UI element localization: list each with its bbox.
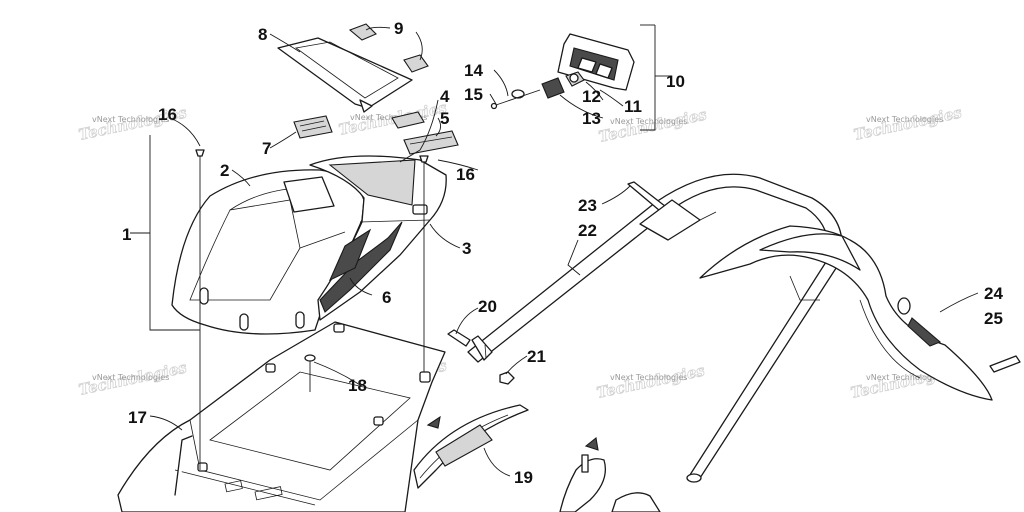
callout-16-right: 16 xyxy=(456,165,475,184)
callout-21: 21 xyxy=(527,347,546,366)
push-rivet-left xyxy=(195,149,205,470)
callout-20: 20 xyxy=(478,297,497,316)
decal-7 xyxy=(293,115,333,139)
rear-flap xyxy=(699,225,993,401)
callout-11: 11 xyxy=(624,97,642,116)
bolt-20 xyxy=(447,329,471,347)
watermark-3: Technologies vNext Technologies xyxy=(597,105,709,146)
screw-25 xyxy=(989,355,1021,373)
callout-1: 1 xyxy=(122,225,131,244)
callout-18: 18 xyxy=(348,376,367,395)
callout-5: 5 xyxy=(440,109,449,128)
light-screw xyxy=(490,89,541,110)
light-socket xyxy=(541,77,565,99)
svg-text:vNext Technologies: vNext Technologies xyxy=(866,115,943,124)
callout-15: 15 xyxy=(464,85,483,104)
light-washer xyxy=(511,89,525,99)
callout-10: 10 xyxy=(666,72,685,91)
callout-22: 22 xyxy=(578,221,597,240)
callout-4: 4 xyxy=(440,87,450,106)
seat-cover xyxy=(171,169,365,335)
callout-17: 17 xyxy=(128,408,147,427)
callout-25: 25 xyxy=(984,309,1003,328)
bolt-23 xyxy=(627,181,717,241)
callout-23: 23 xyxy=(578,196,597,215)
svg-text:vNext Technologies: vNext Technologies xyxy=(350,113,427,122)
lower-bracket xyxy=(413,404,661,512)
callout-3: 3 xyxy=(462,239,471,258)
push-rivet-right xyxy=(419,155,429,372)
tail-section xyxy=(309,155,447,321)
svg-text:vNext Technologies: vNext Technologies xyxy=(866,373,943,382)
nut-21 xyxy=(499,371,515,385)
leader-lines xyxy=(130,24,979,477)
callout-6: 6 xyxy=(382,288,391,307)
callout-7: 7 xyxy=(262,139,271,158)
watermark-7: Technologies vNext Technologies xyxy=(595,361,707,402)
callout-24: 24 xyxy=(984,284,1003,303)
callout-13: 13 xyxy=(582,109,601,128)
rivet-18 xyxy=(304,354,316,392)
grab-bar xyxy=(467,173,843,483)
watermark-4: Technologies vNext Technologies xyxy=(852,103,964,144)
callout-16-left: 16 xyxy=(158,105,177,124)
direction-arrow-1 xyxy=(426,415,441,429)
svg-text:vNext Technologies: vNext Technologies xyxy=(610,373,687,382)
callout-8: 8 xyxy=(258,25,267,44)
callout-12: 12 xyxy=(582,87,601,106)
decal-4 xyxy=(391,111,425,129)
watermark-5: Technologies vNext Technologies xyxy=(77,358,189,399)
seat-base xyxy=(117,321,446,512)
svg-text:vNext Technologies: vNext Technologies xyxy=(610,117,687,126)
clips xyxy=(348,23,429,73)
callout-19: 19 xyxy=(514,468,533,487)
light-bulb xyxy=(565,71,585,87)
svg-text:vNext Technologies: vNext Technologies xyxy=(92,373,169,382)
direction-arrow-2 xyxy=(584,436,599,451)
callout-14: 14 xyxy=(464,61,483,80)
svg-text:vNext Technologies: vNext Technologies xyxy=(92,115,169,124)
decal-5 xyxy=(403,130,459,155)
top-plate xyxy=(277,37,413,113)
callout-2: 2 xyxy=(220,161,229,180)
callout-9: 9 xyxy=(394,19,403,38)
